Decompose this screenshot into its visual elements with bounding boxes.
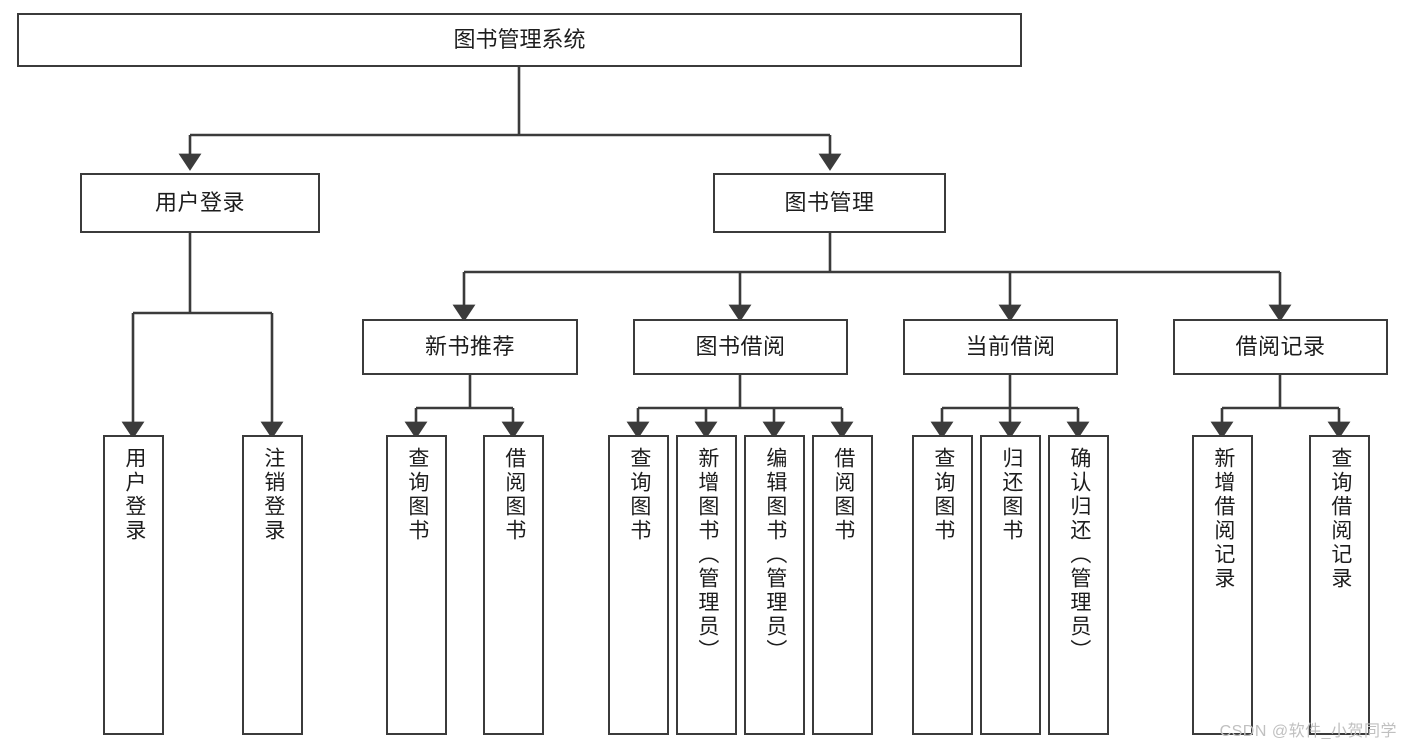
node-current-borrow[interactable]: 当前借阅 [903,319,1118,375]
node-label: 新增借阅记录 [1211,447,1235,591]
node-label: 图书管理 [784,190,875,216]
node-label: 查询图书 [931,447,955,543]
node-label: 编辑图书（管理员） [763,447,787,663]
leaf-current-return-book[interactable]: 归还图书 [980,435,1041,735]
leaf-borrow-edit-book[interactable]: 编辑图书（管理员） [744,435,805,735]
node-label: 注销登录 [261,447,285,543]
node-label: 用户登录 [154,190,245,216]
node-label: 查询图书 [405,447,429,543]
node-label: 借阅记录 [1235,334,1326,360]
node-borrow-record[interactable]: 借阅记录 [1173,319,1388,375]
node-label: 查询图书 [627,447,651,543]
node-label: 新增图书（管理员） [695,447,719,663]
leaf-borrow-borrow-book[interactable]: 借阅图书 [812,435,873,735]
leaf-record-query[interactable]: 查询借阅记录 [1309,435,1370,735]
leaf-new-book-query[interactable]: 查询图书 [386,435,447,735]
node-label: 当前借阅 [965,334,1056,360]
node-book-borrow[interactable]: 图书借阅 [633,319,848,375]
leaf-new-book-borrow[interactable]: 借阅图书 [483,435,544,735]
node-label: 图书管理系统 [453,27,586,53]
node-label: 归还图书 [999,447,1023,543]
leaf-user-login-logout[interactable]: 注销登录 [242,435,303,735]
node-label: 借阅图书 [502,447,526,543]
node-label: 用户登录 [122,447,146,543]
node-user-login[interactable]: 用户登录 [80,173,320,233]
node-root-system[interactable]: 图书管理系统 [17,13,1022,67]
leaf-current-confirm-return[interactable]: 确认归还（管理员） [1048,435,1109,735]
leaf-borrow-query-book[interactable]: 查询图书 [608,435,669,735]
node-label: 查询借阅记录 [1328,447,1352,591]
leaf-user-login-login[interactable]: 用户登录 [103,435,164,735]
leaf-record-add[interactable]: 新增借阅记录 [1192,435,1253,735]
node-label: 借阅图书 [831,447,855,543]
node-label: 确认归还（管理员） [1067,447,1091,663]
leaf-borrow-add-book[interactable]: 新增图书（管理员） [676,435,737,735]
node-label: 新书推荐 [424,334,515,360]
leaf-current-query-book[interactable]: 查询图书 [912,435,973,735]
node-label: 图书借阅 [695,334,786,360]
watermark: CSDN @软件_小贺同学 [1219,723,1397,740]
node-new-book-recommend[interactable]: 新书推荐 [362,319,578,375]
node-book-management[interactable]: 图书管理 [713,173,946,233]
